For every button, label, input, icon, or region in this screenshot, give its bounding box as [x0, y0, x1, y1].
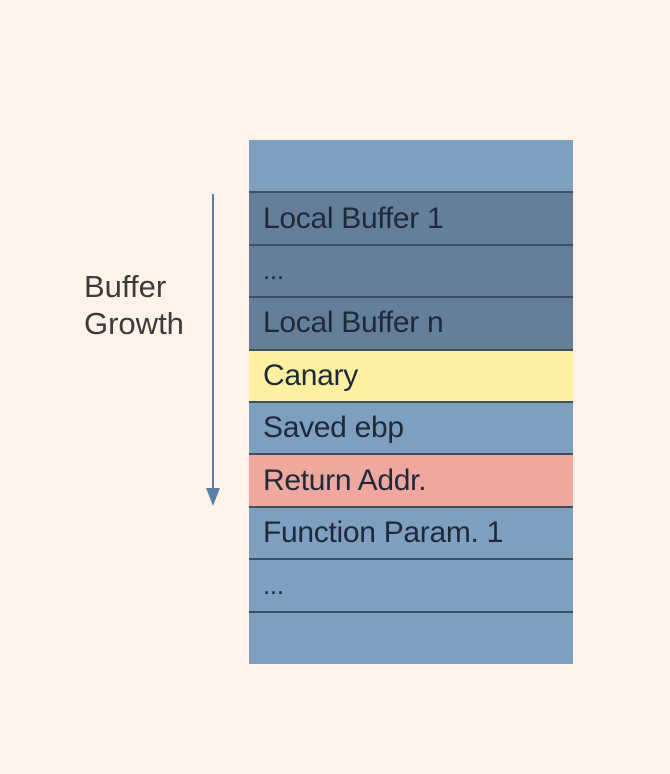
- stack-cell-top-padding: [249, 140, 573, 193]
- buffer-growth-line-1: Buffer: [84, 269, 167, 304]
- stack-cell-local-buffer-n: Local Buffer n: [249, 297, 573, 350]
- arrow-head: [206, 488, 220, 506]
- stack-separator: [249, 505, 573, 508]
- stack-separator: [249, 453, 573, 456]
- buffer-growth-line-2: Growth: [84, 306, 184, 341]
- stack-separator: [249, 558, 573, 561]
- stack-separator: [249, 348, 573, 351]
- buffer-growth-label: Buffer Growth: [84, 268, 184, 342]
- stack-separator: [249, 296, 573, 299]
- stack-cell-local-buffer-1: Local Buffer 1: [249, 192, 573, 245]
- stack-separator: [249, 610, 573, 613]
- stack-cell-function-param-1: Function Param. 1: [249, 506, 573, 560]
- stack-cell-buffer-ellipsis: ...: [249, 244, 573, 298]
- stack-frame: Local Buffer 1 ... Local Buffer n Canary…: [249, 140, 573, 664]
- buffer-growth-arrow: [206, 194, 220, 506]
- stack-cell-param-ellipsis: ...: [249, 559, 573, 612]
- stack-separator: [249, 243, 573, 246]
- stack-cell-bottom-padding: [249, 611, 573, 664]
- stack-cell-canary: Canary: [249, 349, 573, 402]
- stack-separator: [249, 401, 573, 403]
- stack-cell-saved-ebp: Saved ebp: [249, 402, 573, 455]
- stack-separator: [249, 191, 573, 194]
- stack-cell-return-addr: Return Addr.: [249, 454, 573, 507]
